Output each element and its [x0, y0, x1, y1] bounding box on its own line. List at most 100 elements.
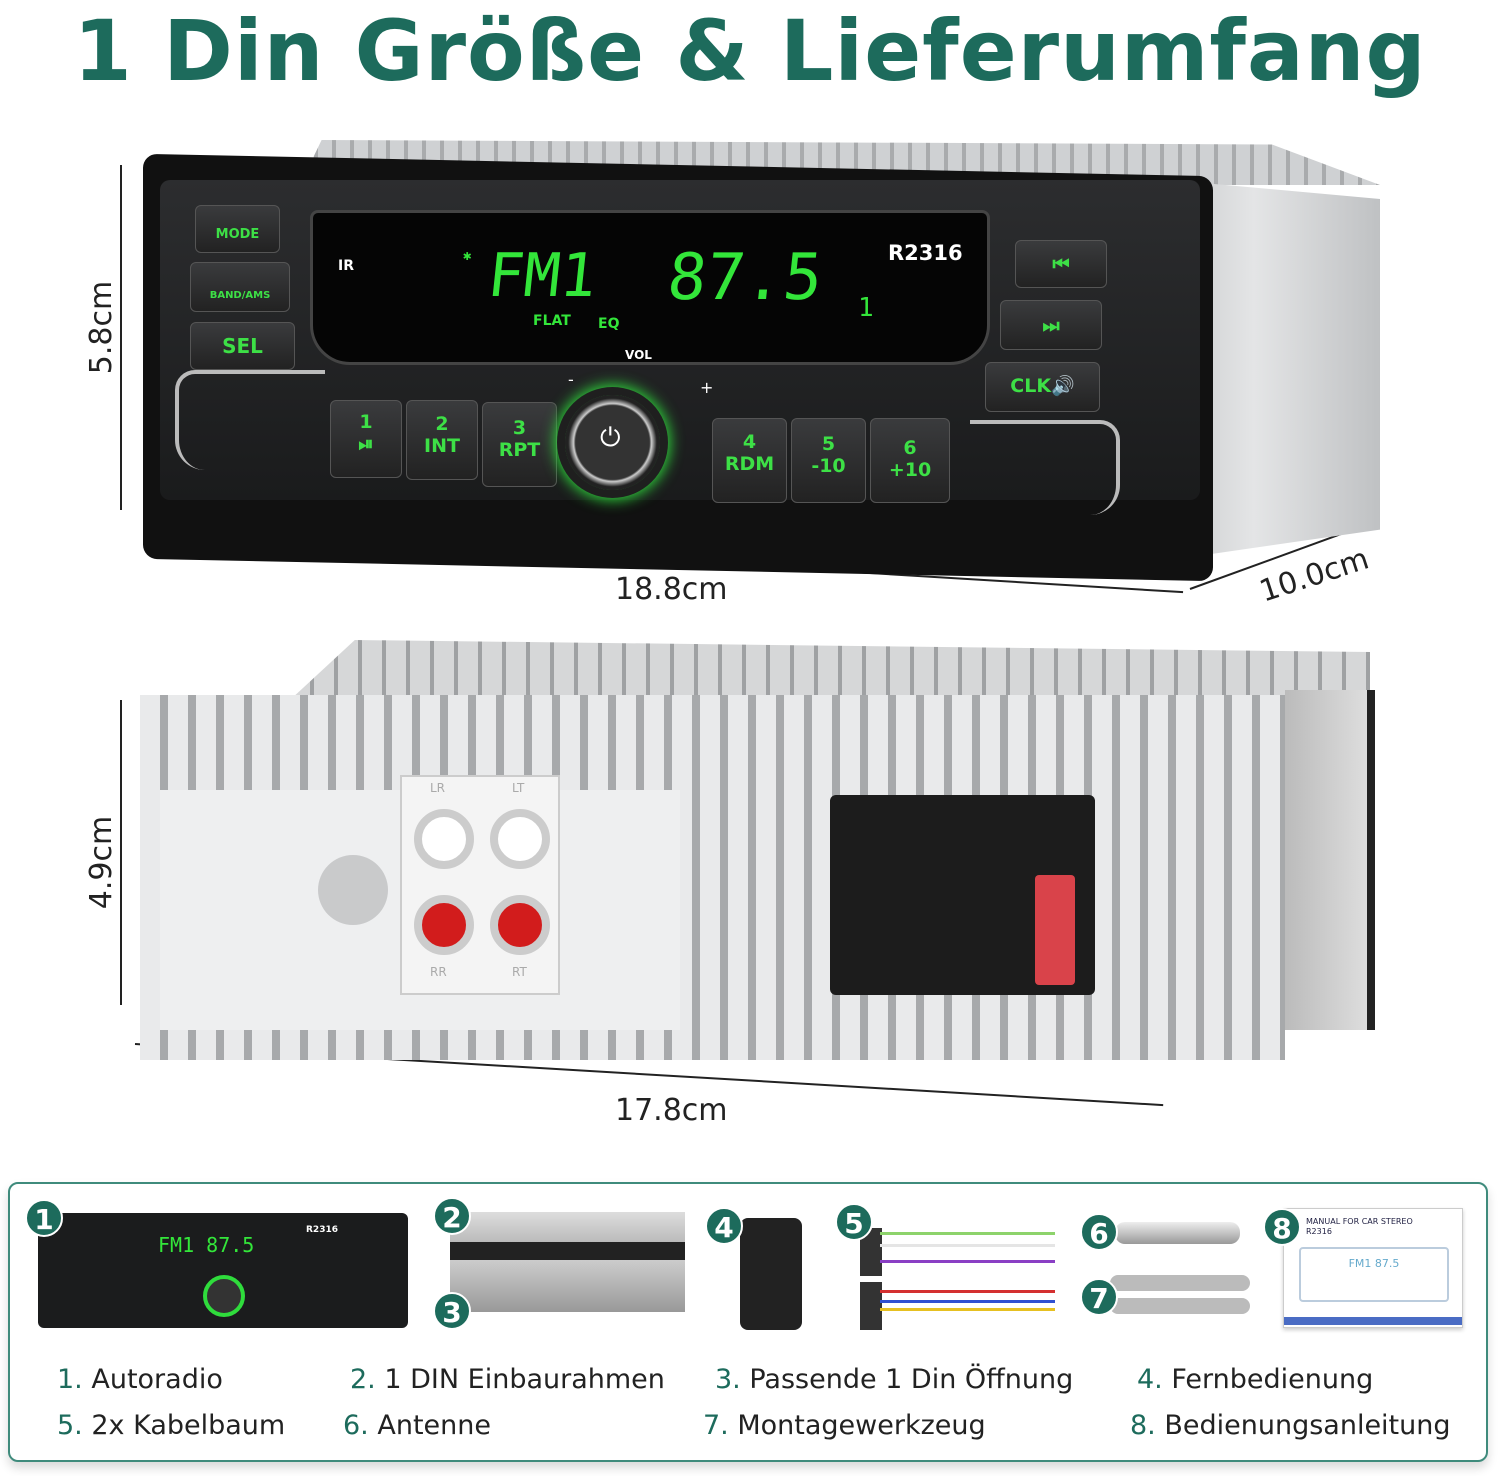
back-width-label: 17.8cm — [615, 1093, 728, 1128]
manual-model: R2316 — [1306, 1227, 1332, 1236]
item-5: 5. 2x Kabelbaum — [57, 1410, 285, 1441]
power-icon: ⏻ — [600, 423, 621, 453]
rca-label: LT — [512, 781, 525, 795]
item-4: 4. Fernbedienung — [1137, 1364, 1373, 1395]
front-height-label: 5.8cm — [84, 280, 120, 375]
badge-8: 8 — [1263, 1208, 1301, 1246]
right-chrome-trim — [970, 420, 1120, 515]
wire — [880, 1260, 1055, 1263]
item-label: Bedienungsanleitung — [1164, 1410, 1451, 1441]
item-label: Antenne — [377, 1410, 491, 1441]
next-button[interactable]: ⏭ — [1000, 300, 1102, 350]
preset-label: RDM — [724, 453, 775, 475]
item-label: Fernbedienung — [1171, 1364, 1374, 1395]
manual-stripe — [1284, 1317, 1462, 1325]
preset-label: ⏯ — [358, 433, 374, 455]
clock-mute-button[interactable]: CLK🔊 — [985, 362, 1100, 412]
band-ams-button[interactable]: BAND/AMS — [190, 262, 290, 312]
badge-1: 1 — [25, 1199, 63, 1237]
item-label: Montagewerkzeug — [737, 1410, 986, 1441]
left-chrome-trim — [175, 370, 325, 470]
badge-7: 7 — [1080, 1278, 1118, 1316]
preset-button-6[interactable]: 6+10 — [870, 418, 950, 503]
mini-radio-model: R2316 — [306, 1225, 338, 1235]
wire — [880, 1300, 1055, 1303]
wire-harness-plug — [860, 1228, 882, 1276]
depth-label: 10.0cm — [1255, 541, 1374, 610]
item-3: 3. Passende 1 Din Öffnung — [715, 1364, 1073, 1395]
lcd-flat: FLAT — [533, 313, 571, 329]
badge-5: 5 — [835, 1203, 873, 1241]
item-8: 8. Bedienungsanleitung — [1130, 1410, 1451, 1441]
item-number: 5. — [57, 1410, 83, 1441]
preset-label: INT — [424, 435, 460, 457]
rca-white-left — [414, 809, 474, 869]
rca-label: RR — [430, 965, 447, 979]
item-label: Passende 1 Din Öffnung — [749, 1364, 1074, 1395]
mini-radio-display: FM1 87.5 — [158, 1233, 255, 1257]
vol-minus: - — [568, 370, 574, 389]
back-height-dimension-line — [120, 700, 122, 1005]
antenna-adapter-image — [1115, 1222, 1240, 1244]
mini-radio-image: FM1 87.5 R2316 — [38, 1213, 408, 1328]
sel-button[interactable]: SEL — [190, 322, 295, 370]
removal-key-image — [1110, 1298, 1250, 1314]
back-top-cover — [290, 640, 1370, 700]
vol-label: VOL — [625, 348, 652, 362]
item-number: 7. — [703, 1410, 729, 1441]
mini-knob — [203, 1275, 245, 1317]
manual-title: MANUAL FOR CAR STEREO — [1306, 1217, 1413, 1226]
badge-6: 6 — [1080, 1213, 1118, 1251]
power-volume-knob[interactable]: ⏻ — [565, 395, 660, 490]
wire — [880, 1232, 1055, 1235]
item-label: Autoradio — [91, 1364, 223, 1395]
preset-number: 4 — [742, 431, 757, 453]
remote-control-image — [740, 1218, 802, 1330]
height-dimension-line — [120, 165, 122, 510]
model-label: R2316 — [888, 241, 963, 265]
lcd-eq: EQ — [598, 316, 620, 332]
item-6: 6. Antenne — [343, 1410, 491, 1441]
item-label: 1 DIN Einbaurahmen — [384, 1364, 665, 1395]
vol-plus: + — [700, 378, 714, 397]
preset-label: RPT — [498, 439, 541, 461]
previous-button[interactable]: ⏮ — [1015, 240, 1107, 288]
item-number: 2. — [350, 1364, 376, 1395]
front-width-label: 18.8cm — [615, 572, 728, 607]
wire — [880, 1290, 1055, 1293]
back-height-label: 4.9cm — [84, 815, 120, 910]
bluetooth-icon: ✱ — [463, 248, 472, 264]
preset-label: -10 — [811, 455, 846, 477]
din-frame-image — [450, 1212, 685, 1312]
preset-number: 2 — [435, 413, 449, 435]
preset-button-1[interactable]: 1⏯ — [330, 400, 402, 478]
iso-connector — [830, 795, 1095, 995]
connector-latch — [1035, 875, 1075, 985]
lcd-channel: 1 — [858, 293, 874, 323]
badge-2: 2 — [433, 1197, 471, 1235]
preset-number: 6 — [903, 437, 917, 459]
preset-button-5[interactable]: 5-10 — [791, 418, 866, 503]
wire — [880, 1308, 1055, 1311]
lcd-display: IR R2316 ✱ FM1 87.5 1 FLAT EQ — [310, 210, 990, 365]
manual-image: MANUAL FOR CAR STEREO R2316 FM1 87.5 — [1283, 1208, 1463, 1328]
preset-number: 3 — [512, 417, 527, 439]
rca-red-right — [490, 895, 550, 955]
lcd-band: FM1 — [484, 241, 601, 311]
rca-label: LR — [430, 781, 446, 795]
item-number: 8. — [1130, 1410, 1156, 1441]
item-number: 3. — [715, 1364, 741, 1395]
package-contents-box — [8, 1182, 1488, 1462]
item-number: 4. — [1137, 1364, 1163, 1395]
removal-key-image — [1110, 1275, 1250, 1291]
rca-panel: LR LT RR RT — [400, 775, 560, 995]
badge-3: 3 — [433, 1292, 471, 1330]
mode-button[interactable]: MODE — [195, 205, 280, 253]
badge-4: 4 — [705, 1207, 743, 1245]
rca-white-right — [490, 809, 550, 869]
item-1: 1. Autoradio — [57, 1364, 223, 1395]
rca-red-left — [414, 895, 474, 955]
